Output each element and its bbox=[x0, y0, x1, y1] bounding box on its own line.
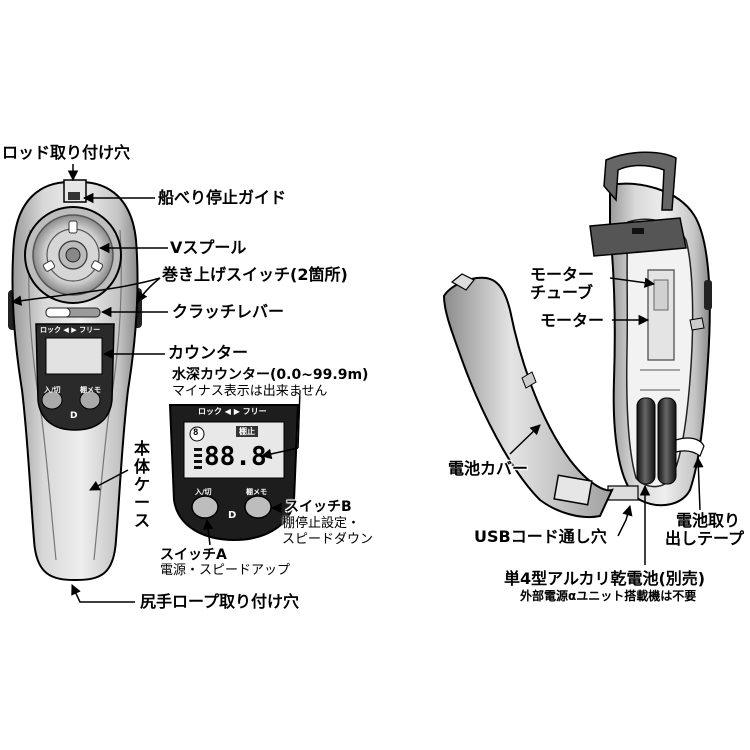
device-interior bbox=[589, 151, 712, 507]
label-battery-tape-line1: 電池取り bbox=[676, 511, 741, 530]
detail-brand-logo: D bbox=[228, 510, 237, 521]
label-body-case: 本体ケース bbox=[134, 439, 151, 530]
detail-button-b-label: 棚メモ bbox=[246, 488, 267, 496]
label-motor: モーター bbox=[540, 311, 605, 330]
counter-detail-note: マイナス表示は出来ません bbox=[172, 384, 328, 399]
front-button-b-label: 棚メモ bbox=[80, 386, 101, 394]
usb-port-area bbox=[607, 485, 639, 501]
detail-panel-header: ロック ◀ ▶ フリー bbox=[198, 407, 267, 416]
front-brand-logo: D bbox=[70, 411, 78, 421]
battery-cover-part bbox=[442, 273, 614, 518]
label-switch-a: スイッチA bbox=[160, 547, 227, 563]
switch-b-desc-line2: スピードダウン bbox=[282, 532, 374, 547]
label-winding-switch: 巻き上げスイッチ(2箇所) bbox=[162, 265, 348, 284]
detail-lcd-left-icon: 8 bbox=[193, 428, 199, 438]
leader-lines bbox=[10, 164, 704, 603]
label-usb-cord-hole: USBコード通し穴 bbox=[474, 527, 607, 546]
label-gunwale-stop-guide: 船べり停止ガイド bbox=[158, 188, 287, 207]
front-button-a-label: 入/切 bbox=[44, 386, 61, 394]
label-v-spool: Vスプール bbox=[170, 238, 247, 257]
label-clutch-lever: クラッチレバー bbox=[172, 302, 285, 321]
label-counter: カウンター bbox=[168, 343, 249, 362]
switch-b-desc-line1: 棚停止設定・ bbox=[282, 516, 361, 531]
detail-button-a-label: 入/切 bbox=[195, 488, 212, 496]
battery-1 bbox=[636, 397, 656, 485]
detail-lcd-value: 88.8 bbox=[204, 442, 267, 472]
front-panel-header: ロック ◀ ▶ フリー bbox=[40, 326, 101, 334]
detail-lcd-tag: 棚止 bbox=[239, 427, 255, 436]
label-rod-mount-hole: ロッド取り付け穴 bbox=[2, 143, 131, 162]
label-external-power-note: 外部電源αユニット搭載機は不要 bbox=[520, 589, 697, 603]
label-motor-tube-line2: チューブ bbox=[530, 283, 594, 302]
switch-a-desc: 電源・スピードアップ bbox=[160, 563, 291, 578]
device-front bbox=[8, 179, 142, 582]
label-butt-rope-hole: 尻手ロープ取り付け穴 bbox=[140, 592, 300, 611]
battery-2 bbox=[657, 397, 677, 485]
counter-detail-panel bbox=[168, 404, 300, 542]
label-battery-tape-line2: 出しテープ bbox=[665, 529, 745, 548]
label-switch-b: スイッチB bbox=[285, 499, 352, 515]
front-counter-display bbox=[45, 337, 103, 375]
label-motor-tube-line1: モーター bbox=[530, 265, 595, 284]
label-aa-battery: 単4型アルカリ乾電池(別売) bbox=[504, 569, 706, 588]
battery-pull-tape bbox=[675, 437, 705, 457]
label-battery-cover: 電池カバー bbox=[448, 459, 529, 478]
counter-detail-title: 水深カウンター(0.0~99.9m) bbox=[172, 367, 369, 383]
